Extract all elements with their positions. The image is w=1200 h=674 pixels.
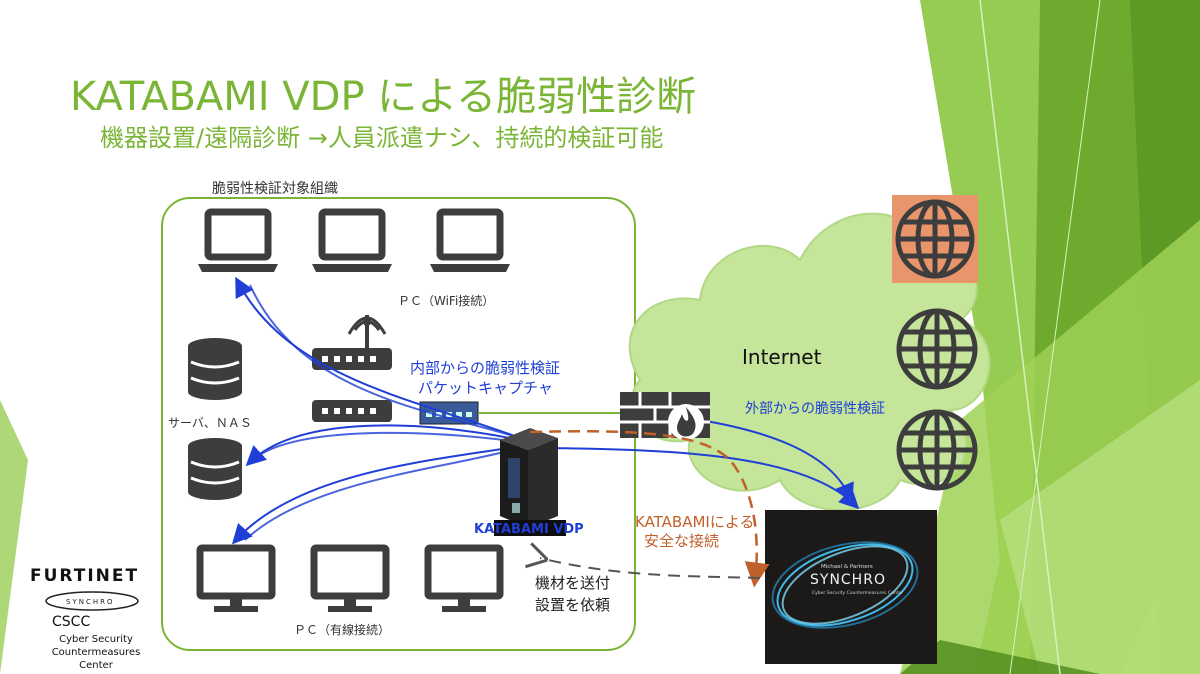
laptop-icon [430, 208, 510, 272]
internet-label: Internet [742, 345, 822, 369]
synchro-small-text: Michael & Partners [821, 564, 873, 570]
monitor-icon [310, 544, 390, 612]
laptop-icon [198, 208, 278, 272]
wifi-pc-label: ＰＣ（WiFi接続） [398, 293, 494, 308]
external-scan-label: 外部からの脆弱性検証 [745, 400, 885, 417]
router-icon [312, 315, 392, 370]
secure-conn-label-2: 安全な接続 [644, 532, 719, 550]
monitor-icon [196, 544, 276, 612]
device-label: KATABAMI VDP [474, 522, 584, 537]
globe-icon [896, 308, 978, 390]
database-icon [188, 438, 242, 500]
firewall-icon [620, 392, 710, 440]
monitor-icon [424, 544, 504, 612]
page-subtitle: 機器設置/遠隔診断 →人員派遣ナシ、持続的検証可能 [100, 124, 664, 152]
org-label: 脆弱性検証対象組織 [212, 180, 338, 197]
internal-scan-label: 内部からの脆弱性検証 [410, 359, 560, 377]
synchro-badge [45, 591, 139, 611]
secure-connection-path [529, 430, 770, 588]
synchro-orbit [771, 541, 919, 629]
synchro-badge-text: SYNCHRO [66, 598, 114, 606]
globe-icon [895, 199, 975, 279]
synchro-name: SYNCHRO [810, 572, 886, 588]
synchro-panel [765, 510, 937, 664]
cscc-full-name: Cyber Security Countermeasures Center [51, 634, 141, 671]
database-icon [188, 338, 242, 400]
server-label: サーバ、ＮＡＳ [168, 416, 252, 430]
secure-conn-label: KATABAMIによる [635, 513, 754, 531]
server-tower-icon [494, 428, 566, 536]
cscc-logo: CSCC [52, 614, 91, 630]
wired-pc-label: ＰＣ（有線接続） [294, 622, 390, 637]
laptop-icon [312, 208, 392, 272]
ship-label-2: 設置を依頼 [535, 596, 610, 614]
packet-capture-label: パケットキャプチャ [418, 379, 553, 397]
fortinet-logo: FURTINET [30, 566, 140, 586]
page-title: KATABAMI VDP による脆弱性診断 [70, 74, 697, 120]
ship-label: 機材を送付 [535, 574, 610, 592]
globe-icon [896, 409, 978, 491]
shipping-path [540, 558, 761, 579]
synchro-sub: Cyber Security Countermeasures Center [812, 590, 903, 596]
switch-icon [312, 400, 392, 422]
